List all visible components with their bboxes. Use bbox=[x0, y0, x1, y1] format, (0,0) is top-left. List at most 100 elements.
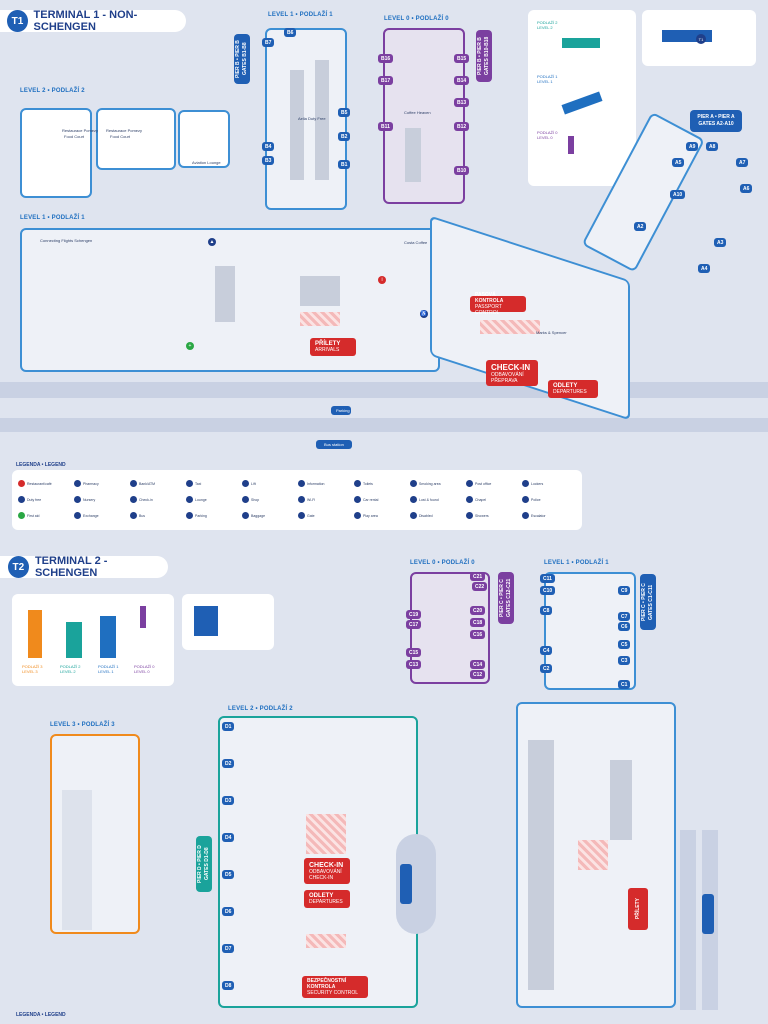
legend-icon bbox=[354, 496, 361, 503]
t1-level2-right bbox=[178, 110, 230, 168]
legend-icon bbox=[298, 480, 305, 487]
t1-checkin-cz: CHECK-IN bbox=[491, 362, 531, 372]
gate-c4[interactable]: C4 bbox=[540, 646, 553, 655]
t2-departures: ODLETY DEPARTURES bbox=[304, 890, 350, 908]
gate-c6[interactable]: C6 bbox=[618, 622, 631, 631]
gate-c21[interactable]: C21 bbox=[470, 572, 486, 581]
t1-hatch-2 bbox=[480, 320, 540, 334]
legend-item: Baggage bbox=[242, 512, 310, 519]
t2-title-text: TERMINAL 2 - SCHENGEN bbox=[34, 555, 108, 579]
gate-a2[interactable]: A2 bbox=[634, 222, 647, 231]
gate-d7[interactable]: D7 bbox=[222, 944, 235, 953]
gate-b4[interactable]: B4 bbox=[262, 142, 275, 151]
legend-label: Taxi bbox=[195, 481, 202, 486]
gate-c12[interactable]: C12 bbox=[470, 670, 486, 679]
gate-a5[interactable]: A5 bbox=[672, 158, 685, 167]
gate-b14[interactable]: B14 bbox=[454, 76, 470, 85]
t1-lift-icon[interactable]: ▲ bbox=[208, 238, 216, 246]
gate-c17[interactable]: C17 bbox=[406, 620, 422, 629]
gate-b15[interactable]: B15 bbox=[454, 54, 470, 63]
t1-pier-b-purple-label: PIER B • PIER B GATES B10-B18 bbox=[476, 30, 492, 82]
gate-c10[interactable]: C10 bbox=[540, 586, 556, 595]
gate-a7[interactable]: A7 bbox=[736, 158, 749, 167]
gate-a10[interactable]: A10 bbox=[670, 190, 686, 199]
legend-label: Bus bbox=[139, 513, 146, 518]
gate-c16[interactable]: C16 bbox=[470, 630, 486, 639]
gate-c19[interactable]: C19 bbox=[406, 610, 422, 619]
gate-c1[interactable]: C1 bbox=[618, 680, 631, 689]
gate-c9[interactable]: C9 bbox=[618, 586, 631, 595]
legend-item: Gate bbox=[298, 512, 366, 519]
gate-c2[interactable]: C2 bbox=[540, 664, 553, 673]
legend-label: Check-in bbox=[139, 497, 153, 502]
legend-icon bbox=[410, 512, 417, 519]
legend-label: Toilets bbox=[363, 481, 373, 486]
legend-item: Restaurant/café bbox=[18, 480, 86, 487]
gate-b7[interactable]: B7 bbox=[262, 38, 275, 47]
legend-item: Check-in bbox=[130, 496, 198, 503]
gate-c13[interactable]: C13 bbox=[406, 660, 422, 669]
t1-pier-b-left bbox=[265, 28, 347, 210]
t2-checkin: CHECK-IN ODBAVOVÁNÍ CHECK-IN bbox=[304, 858, 350, 884]
gate-c22[interactable]: C22 bbox=[472, 582, 488, 591]
gate-b2[interactable]: B2 bbox=[338, 132, 351, 141]
legend-label: Pharmacy bbox=[83, 481, 99, 486]
gate-b13[interactable]: B13 bbox=[454, 98, 470, 107]
gate-c3[interactable]: C3 bbox=[618, 656, 631, 665]
gate-d8[interactable]: D8 bbox=[222, 981, 235, 990]
gate-c15[interactable]: C15 bbox=[406, 648, 422, 657]
t1-toilet-icon: ♿ bbox=[420, 310, 428, 318]
legend-label: Showers bbox=[475, 513, 489, 518]
gate-d2[interactable]: D2 bbox=[222, 759, 235, 768]
gate-d1[interactable]: D1 bbox=[222, 722, 235, 731]
legend-label: Post office bbox=[475, 481, 492, 486]
gate-c7[interactable]: C7 bbox=[618, 612, 631, 621]
t1-level1-main-label: LEVEL 1 • PODLAŽÍ 1 bbox=[20, 215, 85, 221]
t2-parking-icon[interactable] bbox=[702, 894, 714, 934]
t1-pier-b-left-hall2 bbox=[315, 60, 329, 180]
gate-a8[interactable]: A8 bbox=[706, 142, 719, 151]
gate-b5[interactable]: B5 bbox=[338, 108, 351, 117]
gate-c11[interactable]: C11 bbox=[540, 574, 555, 583]
t2-bus-icon[interactable] bbox=[400, 864, 412, 904]
t2-inset-l1 bbox=[100, 616, 116, 658]
t1-bus-icon[interactable] bbox=[316, 440, 352, 449]
gate-c5[interactable]: C5 bbox=[618, 640, 631, 649]
legend-label: Nursery bbox=[83, 497, 96, 502]
gate-a6[interactable]: A6 bbox=[740, 184, 753, 193]
gate-b1[interactable]: B1 bbox=[338, 160, 351, 169]
gate-b11[interactable]: B11 bbox=[378, 122, 393, 131]
gate-b3[interactable]: B3 bbox=[262, 156, 275, 165]
t1-road-2 bbox=[0, 418, 768, 432]
t1-parking-icon[interactable] bbox=[331, 406, 351, 415]
gate-a3[interactable]: A3 bbox=[714, 238, 727, 247]
gate-d6[interactable]: D6 bbox=[222, 907, 235, 916]
gate-c20[interactable]: C20 bbox=[470, 606, 486, 615]
gate-b17[interactable]: B17 bbox=[378, 76, 394, 85]
legend-item: Bus bbox=[130, 512, 198, 519]
t2-inset-key-shape bbox=[194, 606, 218, 636]
gate-c18[interactable]: C18 bbox=[470, 618, 486, 627]
t1-parking-label: Parking bbox=[336, 408, 350, 413]
legend-icon bbox=[354, 512, 361, 519]
gate-b10[interactable]: B10 bbox=[454, 166, 470, 175]
gate-b6[interactable]: B6 bbox=[284, 28, 297, 37]
legend-item: Smoking area bbox=[410, 480, 478, 487]
gate-c14[interactable]: C14 bbox=[470, 660, 486, 669]
t2-level1-hatch bbox=[578, 840, 608, 870]
t1-info-icon[interactable]: i bbox=[378, 276, 386, 284]
gate-b12[interactable]: B12 bbox=[454, 122, 470, 131]
gate-b16[interactable]: B16 bbox=[378, 54, 394, 63]
gate-d4[interactable]: D4 bbox=[222, 833, 235, 842]
t2-hatch-1 bbox=[306, 814, 346, 854]
gate-d3[interactable]: D3 bbox=[222, 796, 235, 805]
gate-c8[interactable]: C8 bbox=[540, 606, 553, 615]
gate-a9[interactable]: A9 bbox=[686, 142, 699, 151]
legend-label: Gate bbox=[307, 513, 315, 518]
gate-a4[interactable]: A4 bbox=[698, 264, 711, 273]
legend-icon bbox=[522, 480, 529, 487]
t2-inset-l3-label: PODLAŽÍ 3 LEVEL 3 bbox=[22, 664, 43, 674]
t1-inset-level0-shape bbox=[568, 136, 574, 154]
legend-label: Duty free bbox=[27, 497, 42, 502]
gate-d5[interactable]: D5 bbox=[222, 870, 235, 879]
